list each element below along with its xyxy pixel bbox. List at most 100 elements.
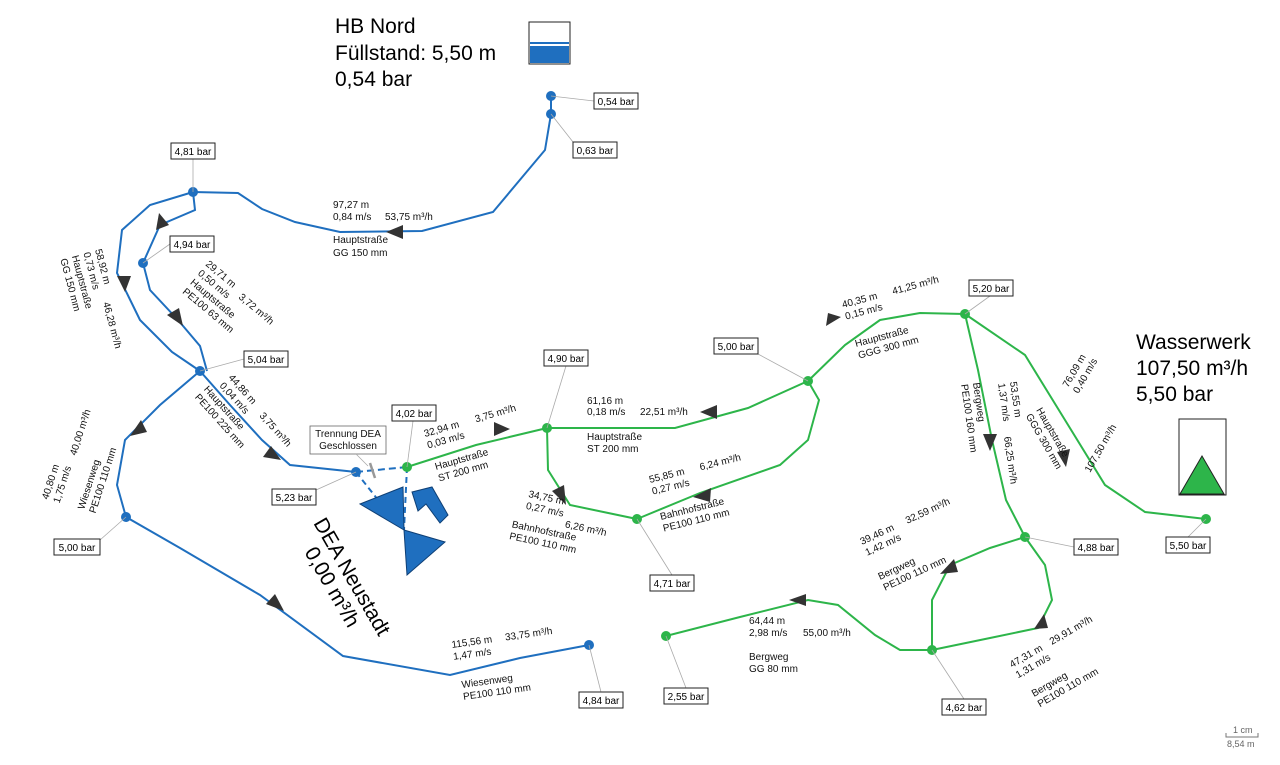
svg-text:5,20 bar: 5,20 bar <box>973 284 1010 295</box>
pressure-box: 4,88 bar <box>1073 538 1119 556</box>
pipe-label: Wiesenweg PE100 110 mm <box>461 673 532 703</box>
pipe-bergweg-pe110-b[interactable] <box>931 536 1054 651</box>
svg-text:1,47 m/s: 1,47 m/s <box>453 647 493 663</box>
svg-text:2,55 bar: 2,55 bar <box>668 692 705 703</box>
svg-text:22,51 m³/h: 22,51 m³/h <box>640 407 688 418</box>
pipe-label: 3,75 m³/h <box>257 411 293 450</box>
svg-text:1,37 m/s: 1,37 m/s <box>995 383 1011 423</box>
pressure-box: 5,04 bar <box>243 350 289 368</box>
wasserwerk-name: Wasserwerk <box>1136 331 1251 354</box>
svg-text:Hauptstraße: Hauptstraße <box>587 432 642 443</box>
pipe-label: 58,92 m 0,73 m/s Hauptstraße GG 150 mm <box>57 248 112 313</box>
pipe-label: 115,56 m 1,47 m/s 33,75 m³/h <box>451 626 553 663</box>
svg-text:3,75 m³/h: 3,75 m³/h <box>257 411 293 450</box>
pipe-bahnhofstrasse-b[interactable] <box>636 380 821 520</box>
dea-separation-label-1: Trennung DEA <box>315 429 381 440</box>
hb-nord-tank[interactable] <box>528 21 571 65</box>
svg-text:0,18 m/s: 0,18 m/s <box>587 407 625 418</box>
svg-text:ST 200 mm: ST 200 mm <box>587 444 639 455</box>
svg-text:107,50 m³/h: 107,50 m³/h <box>1083 423 1119 475</box>
svg-text:5,04 bar: 5,04 bar <box>248 355 285 366</box>
pipe-hauptstrasse-gg150-top[interactable] <box>192 113 552 234</box>
svg-text:5,50 bar: 5,50 bar <box>1170 541 1207 552</box>
pipe-hauptstrasse-st200-a[interactable] <box>406 427 548 468</box>
pipe-label: 32,94 m 0,03 m/s 3,75 m³/h <box>423 403 518 451</box>
svg-text:53,55 m: 53,55 m <box>1007 381 1023 418</box>
pipe-wiesenweg-north[interactable] <box>115 370 201 518</box>
svg-text:4,94 bar: 4,94 bar <box>174 240 211 251</box>
pressure-box: 4,62 bar <box>941 698 987 716</box>
wasserwerk-pressure: 5,50 bar <box>1136 383 1213 406</box>
svg-text:32,59 m³/h: 32,59 m³/h <box>904 496 952 526</box>
svg-text:2,98 m/s: 2,98 m/s <box>749 628 787 639</box>
pipe-wiesenweg-south[interactable] <box>125 516 590 677</box>
pipe-label: 66,25 m³/h <box>1001 436 1019 485</box>
dea-valve-icon[interactable] <box>358 486 449 577</box>
pipe-label: 39,46 m 1,42 m/s 32,59 m³/h <box>859 496 952 558</box>
dea-separation-label-2: Geschlossen <box>319 441 377 452</box>
pressure-box: 4,94 bar <box>169 235 215 253</box>
hb-nord-pressure: 0,54 bar <box>335 68 412 91</box>
hb-nord-name: HB Nord <box>335 15 416 38</box>
svg-text:41,25 m³/h: 41,25 m³/h <box>891 274 940 297</box>
dea-feed-dashed-2[interactable] <box>403 466 408 531</box>
pipe-hauptstrasse-st200-b[interactable] <box>547 380 809 429</box>
pressure-box: 4,84 bar <box>578 691 624 709</box>
svg-text:4,71 bar: 4,71 bar <box>654 579 691 590</box>
dea-inflow-arrow-icon <box>411 486 449 524</box>
pipe-label: Bergweg PE100 160 mm <box>958 382 986 453</box>
svg-text:46,28 m³/h: 46,28 m³/h <box>100 301 123 350</box>
dea-separation-dashed[interactable] <box>355 466 408 473</box>
pipe-label: Bahnhofstraße PE100 110 mm <box>659 496 731 534</box>
pressure-box: 5,20 bar <box>968 279 1014 297</box>
svg-text:Hauptstraße: Hauptstraße <box>333 235 388 246</box>
pipe-hauptstrasse-gg150-west[interactable] <box>115 191 201 372</box>
svg-text:55,00 m³/h: 55,00 m³/h <box>803 628 851 639</box>
pipe-hauptstrasse-ggg300-a[interactable] <box>807 311 966 382</box>
svg-text:0,84 m/s: 0,84 m/s <box>333 212 371 223</box>
svg-text:40,00 m³/h: 40,00 m³/h <box>68 408 93 457</box>
svg-text:97,27 m: 97,27 m <box>333 200 369 211</box>
svg-text:4,02 bar: 4,02 bar <box>396 409 433 420</box>
pipe-label: 40,00 m³/h <box>68 408 93 457</box>
svg-text:Bergweg: Bergweg <box>749 652 788 663</box>
scale-bar: 1 cm 8,54 m <box>1225 725 1259 749</box>
svg-text:33,75 m³/h: 33,75 m³/h <box>504 626 553 644</box>
svg-text:5,23 bar: 5,23 bar <box>276 493 313 504</box>
svg-text:4,90 bar: 4,90 bar <box>548 354 585 365</box>
svg-text:4,81 bar: 4,81 bar <box>175 147 212 158</box>
pipe-hauptstrasse-ggg300-b[interactable] <box>964 313 1207 520</box>
svg-text:61,16 m: 61,16 m <box>587 396 623 407</box>
pipe-label: 64,44 m 2,98 m/s 55,00 m³/h Bergweg GG 8… <box>749 616 851 675</box>
pump-triangle-icon <box>1179 455 1225 495</box>
pipe-label: 55,85 m 0,27 m/s 6,24 m³/h <box>648 452 742 497</box>
blue-zone-pipes <box>115 96 590 677</box>
pressure-box: 5,00 bar <box>53 538 101 556</box>
svg-text:GG 80 mm: GG 80 mm <box>749 664 798 675</box>
svg-text:5,00 bar: 5,00 bar <box>718 342 755 353</box>
flow-arrows <box>117 213 1070 629</box>
pipe-hauptstrasse-pe225[interactable] <box>199 370 357 473</box>
svg-text:Bergweg: Bergweg <box>970 382 986 423</box>
pipe-hauptstrasse-pe63[interactable] <box>141 191 208 372</box>
pressure-box: 2,55 bar <box>663 687 709 705</box>
pipe-bergweg-gg80[interactable] <box>665 598 932 651</box>
svg-text:29,91 m³/h: 29,91 m³/h <box>1048 614 1095 647</box>
pressure-box: 5,23 bar <box>271 488 317 506</box>
svg-text:GG 150 mm: GG 150 mm <box>333 248 387 259</box>
svg-text:64,44 m: 64,44 m <box>749 616 785 627</box>
pipe-label: 97,27 m 0,84 m/s 53,75 m³/h Hauptstraße … <box>333 200 433 259</box>
pressure-labels: 0,54 bar 0,63 bar 4,81 bar 4,94 bar 5,04… <box>53 92 1211 716</box>
wasserwerk-pump[interactable] <box>1178 418 1227 496</box>
pipe-label: 107,50 m³/h <box>1083 423 1119 475</box>
pipe-label: 40,80 m 1,75 m/s <box>40 463 74 504</box>
pipe-label: Bergweg PE100 110 mm <box>877 555 949 594</box>
svg-text:3,75 m³/h: 3,75 m³/h <box>474 403 518 425</box>
pipe-label: Hauptstraße ST 200 mm <box>434 447 490 484</box>
pipe-label: 76,09 m 0,40 m/s <box>1061 353 1100 396</box>
pressure-box: 4,90 bar <box>543 349 589 367</box>
pipe-labels: 97,27 m 0,84 m/s 53,75 m³/h Hauptstraße … <box>40 200 1119 710</box>
svg-text:53,75 m³/h: 53,75 m³/h <box>385 212 433 223</box>
scale-bottom: 8,54 m <box>1227 739 1255 749</box>
